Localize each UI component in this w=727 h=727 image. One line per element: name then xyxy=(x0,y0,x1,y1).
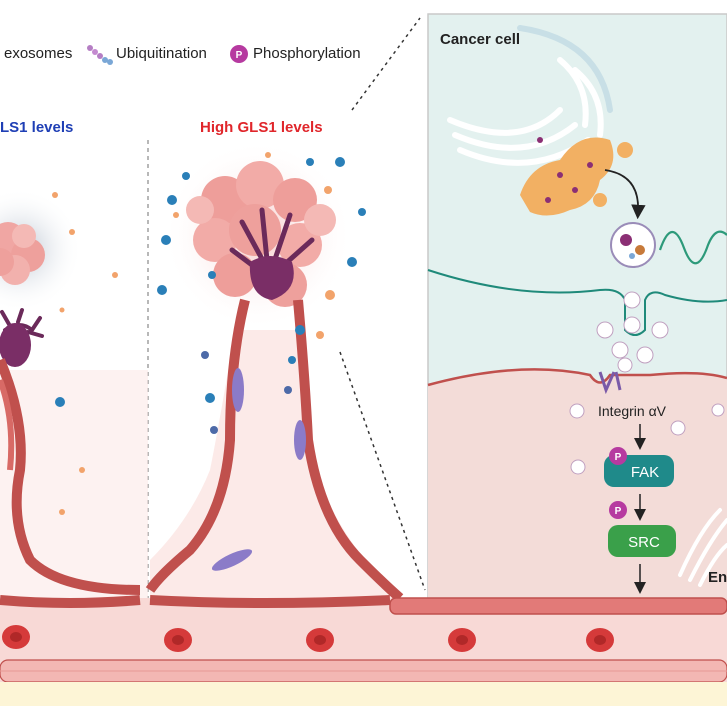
cancer-cell-title: Cancer cell xyxy=(440,31,520,48)
golgi-apparatus xyxy=(520,137,633,216)
legend: exosomes Ubiquitination P Phosphorylatio… xyxy=(4,45,361,65)
rna-ribbon xyxy=(658,230,727,265)
blood-vessel xyxy=(0,595,727,706)
secretion-arrow xyxy=(604,169,646,220)
tip-cell-high xyxy=(229,207,315,300)
ubiquitination-icon xyxy=(87,45,113,65)
phospho-symbol: P xyxy=(615,506,622,517)
fak-node: FAK P xyxy=(604,447,674,487)
phospho-icon xyxy=(609,447,627,465)
red-blood-cells xyxy=(2,625,614,652)
exosomes-low xyxy=(52,192,118,515)
legend-ubiquitination-label: Ubiquitination xyxy=(116,45,207,62)
pericyte xyxy=(294,420,306,460)
zoom-line-top xyxy=(351,17,421,111)
endoplasmic-reticulum xyxy=(447,25,613,166)
phosphorylation-icon: P xyxy=(230,45,248,63)
low-gls1-panel xyxy=(0,188,148,600)
multivesicular-body xyxy=(610,222,656,268)
endothelial-er xyxy=(678,508,727,587)
zoom-line-bottom xyxy=(339,351,426,591)
vessel-top-wall xyxy=(389,597,727,615)
phospho-symbol: P xyxy=(615,452,622,463)
src-node: SRC P xyxy=(608,501,676,557)
endothelial-membrane xyxy=(427,368,727,387)
high-gls1-panel xyxy=(145,140,404,602)
legend-exosomes-label: exosomes xyxy=(4,45,72,62)
cancer-cell-panel: Cancer cell xyxy=(427,13,727,601)
vessel-right-wall-high xyxy=(293,299,404,602)
tumor-cluster-high xyxy=(186,161,336,307)
tumor-cluster-low xyxy=(0,222,45,285)
tissue-base xyxy=(0,682,727,706)
vessel-left-wall-high xyxy=(145,298,250,593)
low-gls1-label: LS1 levels xyxy=(0,119,73,136)
truncated-label: En xyxy=(708,569,727,586)
phospho-icon xyxy=(609,501,627,519)
src-label: SRC xyxy=(628,534,660,551)
integrin-label: Integrin αV xyxy=(598,403,667,419)
high-gls1-label: High GLS1 levels xyxy=(200,119,323,136)
pericyte xyxy=(211,549,253,571)
legend-phosphorylation-label: Phosphorylation xyxy=(253,45,361,62)
src-box xyxy=(608,525,676,557)
fak-label: FAK xyxy=(631,464,659,481)
pericyte xyxy=(232,368,244,412)
phospho-legend-symbol: P xyxy=(236,50,243,61)
integrin-receptor-icon xyxy=(598,371,622,395)
endothelial-exosomes xyxy=(569,403,725,475)
released-exosomes xyxy=(596,291,669,373)
exosomes-high xyxy=(157,152,366,434)
tip-cell-low xyxy=(0,308,44,367)
vessel-sprout-low xyxy=(0,358,141,595)
